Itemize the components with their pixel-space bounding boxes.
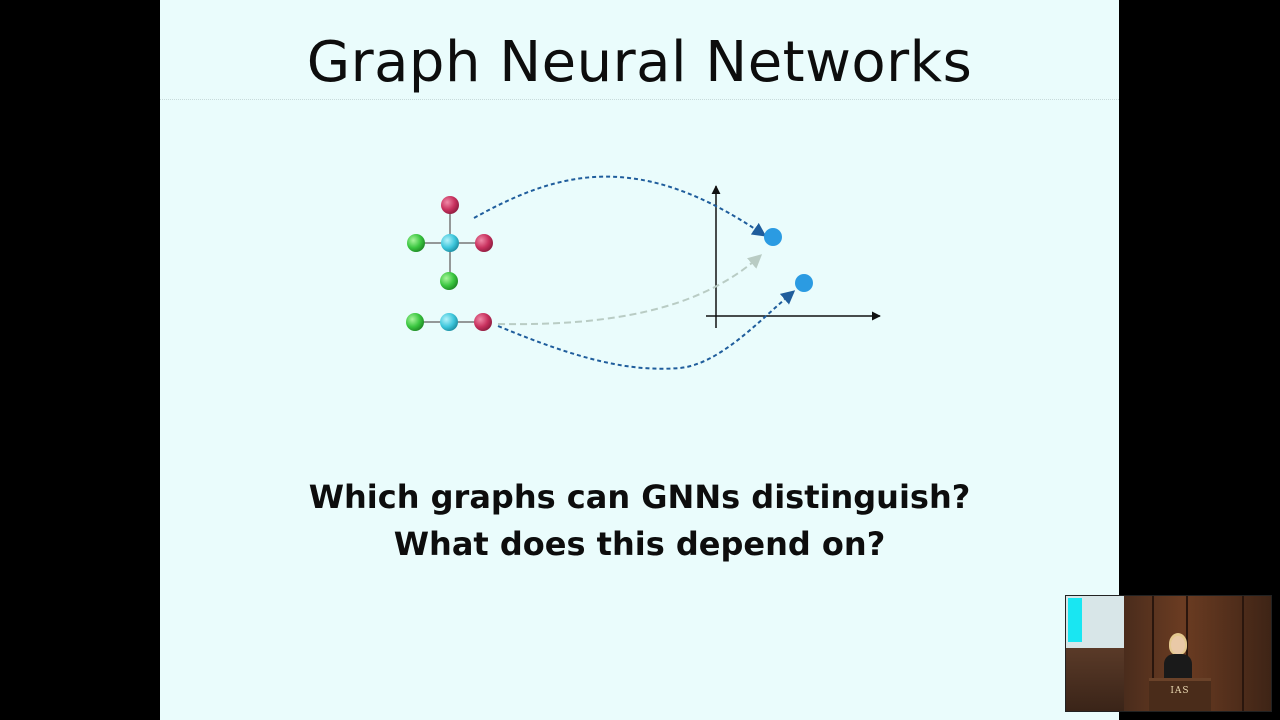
node-red: [441, 196, 459, 214]
graph-star: [407, 196, 493, 290]
speaker-video-thumbnail: IAS: [1065, 595, 1272, 712]
embedding-point: [795, 274, 813, 292]
podium-label: IAS: [1170, 686, 1190, 696]
speaker-head: [1171, 636, 1185, 654]
mapping-arrow-chain: [497, 290, 796, 370]
embedding-point: [764, 228, 782, 246]
node-green: [406, 313, 424, 331]
node-green: [440, 272, 458, 290]
gnn-embedding-diagram: [406, 175, 881, 370]
slide-title: Graph Neural Networks: [306, 30, 973, 95]
question-line-1: Which graphs can GNNs distinguish?: [308, 478, 971, 516]
node-green: [407, 234, 425, 252]
presentation-slide: Graph Neural Networks: [160, 0, 1119, 720]
graph-chain: [406, 313, 492, 331]
node-cyan: [441, 234, 459, 252]
embedding-axes: [706, 185, 881, 328]
mapping-arrow-star: [473, 175, 767, 237]
node-red: [475, 234, 493, 252]
question-line-2: What does this depend on?: [393, 525, 886, 563]
projector-screen: [1066, 596, 1124, 648]
podium: IAS: [1149, 678, 1211, 711]
title-divider: [160, 99, 1119, 100]
node-cyan: [440, 313, 458, 331]
node-red: [474, 313, 492, 331]
mapping-arrow-faded: [497, 254, 763, 326]
